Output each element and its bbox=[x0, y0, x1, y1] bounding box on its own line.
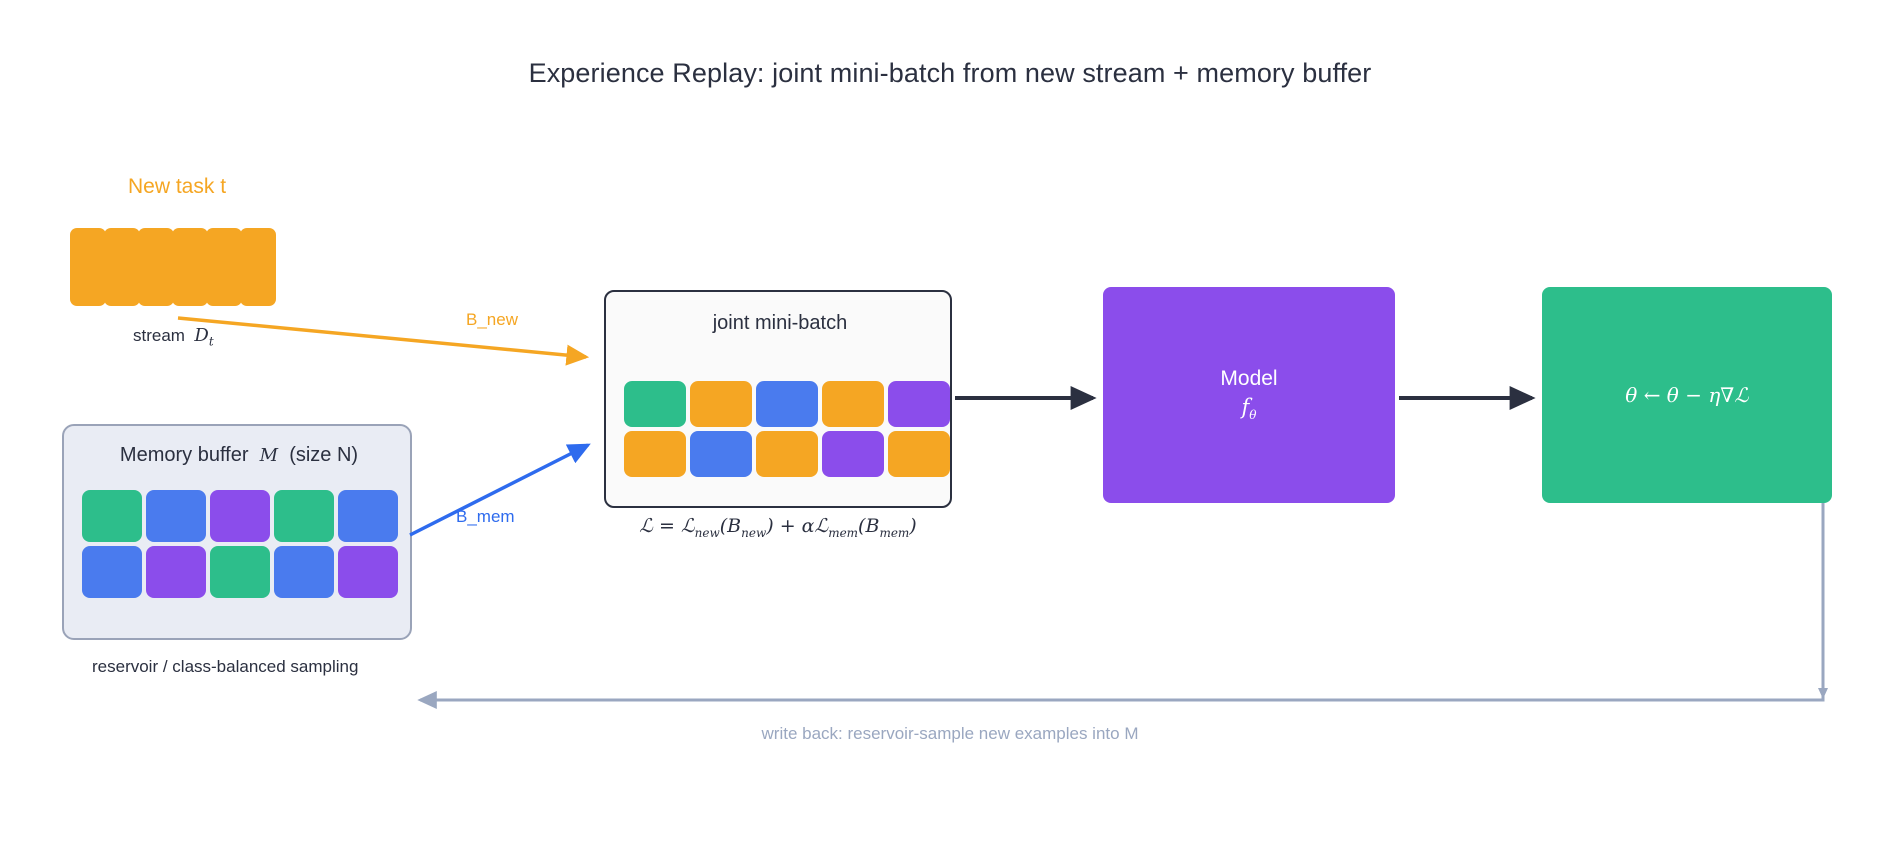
memory-buffer-size: (size N) bbox=[289, 444, 359, 466]
tile-orange bbox=[756, 431, 818, 477]
arrow-label-b-mem: B_mem bbox=[456, 507, 515, 526]
tile-green bbox=[210, 546, 270, 598]
stream-cell bbox=[70, 228, 106, 306]
stream-cell bbox=[206, 228, 242, 306]
tile-blue bbox=[756, 381, 818, 427]
stream-blocks bbox=[70, 228, 276, 306]
loss-equation: ℒ = ℒnew(Bnew) + αℒmem(Bmem) bbox=[639, 515, 917, 540]
tile-green bbox=[274, 490, 334, 542]
tile-orange bbox=[624, 431, 686, 477]
tile-blue bbox=[82, 546, 142, 598]
memory-buffer-title-text: Memory buffer bbox=[119, 444, 249, 466]
stream-cell bbox=[138, 228, 174, 306]
tile-blue bbox=[146, 490, 206, 542]
arrow-label-writeback: write back: reservoir-sample new example… bbox=[761, 724, 1139, 743]
stream-cell bbox=[172, 228, 208, 306]
tile-row bbox=[624, 381, 950, 427]
page-title: Experience Replay: joint mini-batch from… bbox=[528, 58, 1372, 88]
tile-green bbox=[82, 490, 142, 542]
model-label: Model bbox=[1220, 367, 1278, 391]
tile-row bbox=[82, 546, 398, 598]
joint-minibatch-title: joint mini-batch bbox=[712, 312, 848, 334]
tile-orange bbox=[822, 381, 884, 427]
joint-minibatch-tiles bbox=[624, 381, 950, 477]
stream-caption: stream Dt bbox=[133, 325, 214, 349]
stream-caption-text: stream bbox=[133, 326, 185, 345]
memory-buffer-tiles bbox=[82, 490, 398, 598]
tile-purple bbox=[338, 546, 398, 598]
tile-purple bbox=[146, 546, 206, 598]
tile-purple bbox=[822, 431, 884, 477]
update-equation: θ ← θ − η∇ℒ bbox=[1625, 383, 1749, 407]
model-symbol: fθ bbox=[1241, 395, 1257, 423]
arrow-b-new bbox=[177, 316, 590, 366]
model-box: Model fθ bbox=[1103, 287, 1395, 503]
memory-buffer-caption: reservoir / class-balanced sampling bbox=[92, 657, 359, 676]
tile-blue bbox=[690, 431, 752, 477]
tile-purple bbox=[210, 490, 270, 542]
tile-blue bbox=[338, 490, 398, 542]
joint-minibatch-panel: joint mini-batch bbox=[604, 290, 952, 508]
memory-buffer-title: Memory buffer M (size N) bbox=[64, 444, 414, 467]
tile-orange bbox=[888, 431, 950, 477]
arrow-writeback-down-head bbox=[1818, 688, 1828, 699]
tile-blue bbox=[274, 546, 334, 598]
tile-row bbox=[82, 490, 398, 542]
update-box: θ ← θ − η∇ℒ bbox=[1542, 287, 1832, 503]
tile-row bbox=[624, 431, 950, 477]
stream-symbol: Dt bbox=[194, 325, 214, 349]
memory-buffer-symbol: M bbox=[259, 445, 279, 466]
stream-cell bbox=[104, 228, 140, 306]
memory-buffer-panel: Memory buffer M (size N) bbox=[62, 424, 412, 640]
tile-orange bbox=[690, 381, 752, 427]
stream-cell bbox=[240, 228, 276, 306]
arrow-label-b-new: B_new bbox=[466, 310, 518, 329]
tile-purple bbox=[888, 381, 950, 427]
tile-green bbox=[624, 381, 686, 427]
new-task-label: New task t bbox=[128, 175, 227, 198]
